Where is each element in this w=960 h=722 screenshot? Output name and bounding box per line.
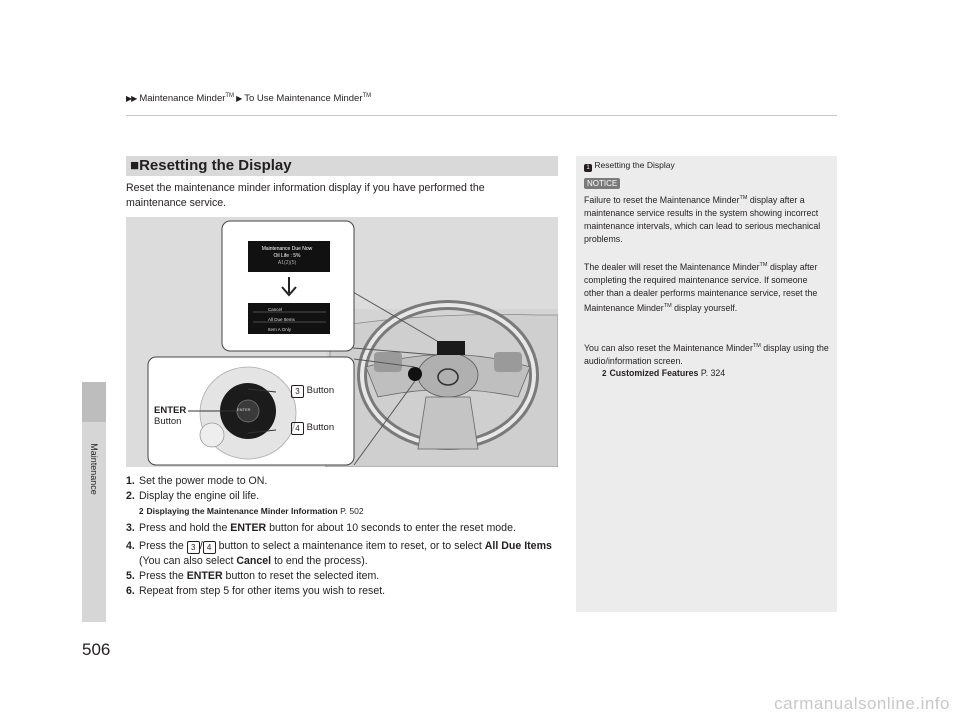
enter-text: ENTER: [237, 407, 251, 412]
down-arrow-icon: 4: [202, 541, 216, 554]
breadcrumb-arrows-icon: ▶▶: [126, 94, 137, 104]
breadcrumb: ▶▶Maintenance MinderTM▶To Use Maintenanc…: [126, 93, 371, 104]
step-text: (You can also select: [139, 555, 237, 567]
screen1: Maintenance Due Now Oil Life : 5% A1(2)(…: [240, 246, 334, 267]
enter-label: ENTER Button: [154, 405, 186, 427]
text: display after completing the required ma…: [584, 261, 818, 313]
step-6: 6. Repeat from step 5 for other items you…: [126, 584, 566, 599]
square-bullet-icon: ■: [130, 157, 140, 174]
tm-mark: TM: [752, 343, 761, 349]
notes-title: 1 Resetting the Display: [584, 160, 675, 172]
cross-ref-icon: 2: [139, 507, 144, 516]
step-3: 3. Press and hold the ENTER button for ab…: [126, 521, 566, 536]
down-button-label: 4 Button: [291, 422, 334, 435]
tm-mark: TM: [739, 195, 748, 201]
breadcrumb-sep-icon: ▶: [236, 94, 242, 104]
screen1-line3: A1(2)(5): [277, 260, 297, 266]
notes-paragraph-3: You can also reset the Maintenance Minde…: [584, 340, 829, 368]
enter-label-line2: Button: [154, 416, 182, 427]
step-text: Repeat from step 5 for other items you w…: [139, 585, 386, 597]
step-text: button for about 10 seconds to enter the…: [266, 522, 516, 534]
side-notes: 1 Resetting the Display NOTICE Failure t…: [576, 156, 837, 612]
screen2-item: Cancel: [268, 307, 283, 312]
watermark: carmanualsonline.info: [774, 694, 950, 713]
up-arrow-icon: 3: [186, 541, 200, 554]
tm-mark: TM: [225, 93, 235, 99]
text: display yourself.: [671, 302, 738, 313]
notes-paragraph-1: Failure to reset the Maintenance MinderT…: [584, 192, 829, 246]
up-arrow-icon: 3: [291, 385, 304, 398]
cross-ref-icon: 2: [602, 369, 607, 378]
note-marker-icon: 1: [584, 164, 592, 172]
step-bold: All Due Items: [484, 540, 552, 552]
screen2: Cancel All Due Items Item A Only: [268, 305, 328, 335]
notice-badge: NOTICE: [584, 178, 621, 189]
step-text: to end the process).: [271, 555, 368, 567]
step-num: 1.: [126, 475, 135, 487]
steering-wheel-figure: Maintenance Due Now Oil Life : 5% A1(2)(…: [126, 217, 558, 467]
step-bold: ENTER: [186, 570, 223, 582]
step-text: Display the engine oil life.: [139, 490, 260, 502]
side-tab-marker: [82, 382, 106, 422]
step-text: Press and hold the: [139, 522, 231, 534]
text: Failure to reset the Maintenance Minder: [584, 194, 740, 205]
down-arrow-icon: 4: [291, 422, 304, 435]
section-title-text: Resetting the Display: [139, 157, 292, 174]
section-title: ■Resetting the Display: [130, 157, 292, 174]
step-bold: ENTER: [230, 522, 267, 534]
tm-mark: TM: [663, 302, 672, 309]
step-5: 5. Press the ENTER button to reset the se…: [126, 569, 566, 584]
step-num: 6.: [126, 585, 135, 597]
step-text: Set the power mode to ON.: [139, 475, 268, 487]
step-text: Press the: [139, 570, 187, 582]
text: The dealer will reset the Maintenance Mi…: [584, 261, 760, 272]
side-tab: [82, 422, 106, 622]
step-num: 3.: [126, 522, 135, 534]
step-text: Press the: [139, 540, 187, 552]
ref-title: Displaying the Maintenance Minder Inform…: [146, 506, 338, 516]
ref-page: P. 324: [698, 368, 726, 378]
breadcrumb-part1[interactable]: Maintenance Minder: [139, 93, 226, 105]
up-button-text: Button: [306, 385, 335, 396]
side-tab-text: Maintenance: [89, 443, 99, 495]
step-4: 4.Press the 3/4 button to select a maint…: [126, 540, 552, 567]
enter-label-line1: ENTER: [154, 405, 187, 416]
notes-title-text: Resetting the Display: [594, 160, 675, 170]
down-button-text: Button: [306, 422, 335, 433]
figure-illustration: [147, 220, 558, 467]
screen1-line1: Maintenance Due Now: [261, 246, 313, 252]
screen1-line2: Oil Life : 5%: [273, 253, 301, 259]
screen2-item: All Due Items: [268, 317, 295, 322]
step-text: button to reset the selected item.: [222, 570, 380, 582]
text: display after a maintenance service resu…: [584, 194, 821, 244]
tm-mark: TM: [362, 93, 372, 99]
step-1: 1. Set the power mode to ON.: [126, 474, 566, 489]
steps-list: 1. Set the power mode to ON. 2. Display th…: [126, 474, 566, 599]
step-2: 2. Display the engine oil life.: [126, 489, 566, 504]
tm-mark: TM: [759, 262, 768, 268]
step-text: button to select a maintenance item to r…: [215, 540, 485, 552]
section-header: ■Resetting the Display: [126, 156, 558, 176]
step-num: 5.: [126, 570, 135, 582]
text: You can also reset the Maintenance Minde…: [584, 342, 753, 353]
step-num: 4.: [126, 540, 135, 552]
step-bold: Cancel: [236, 555, 272, 567]
page-number: 506: [82, 640, 111, 659]
side-tab-label: Maintenance: [87, 436, 101, 506]
step-num: 2.: [126, 490, 135, 502]
header-divider: [126, 115, 837, 116]
intro-text: Reset the maintenance minder information…: [126, 182, 485, 209]
notes-paragraph-2: The dealer will reset the Maintenance Mi…: [584, 259, 829, 315]
text: display using the audio/information scre…: [584, 342, 829, 366]
up-button-label: 3 Button: [291, 385, 334, 398]
ref-page: P. 502: [337, 506, 364, 516]
ref-title: Customized Features: [609, 368, 699, 378]
breadcrumb-part2[interactable]: To Use Maintenance Minder: [244, 93, 363, 105]
screen2-item: Item A Only: [268, 327, 292, 332]
